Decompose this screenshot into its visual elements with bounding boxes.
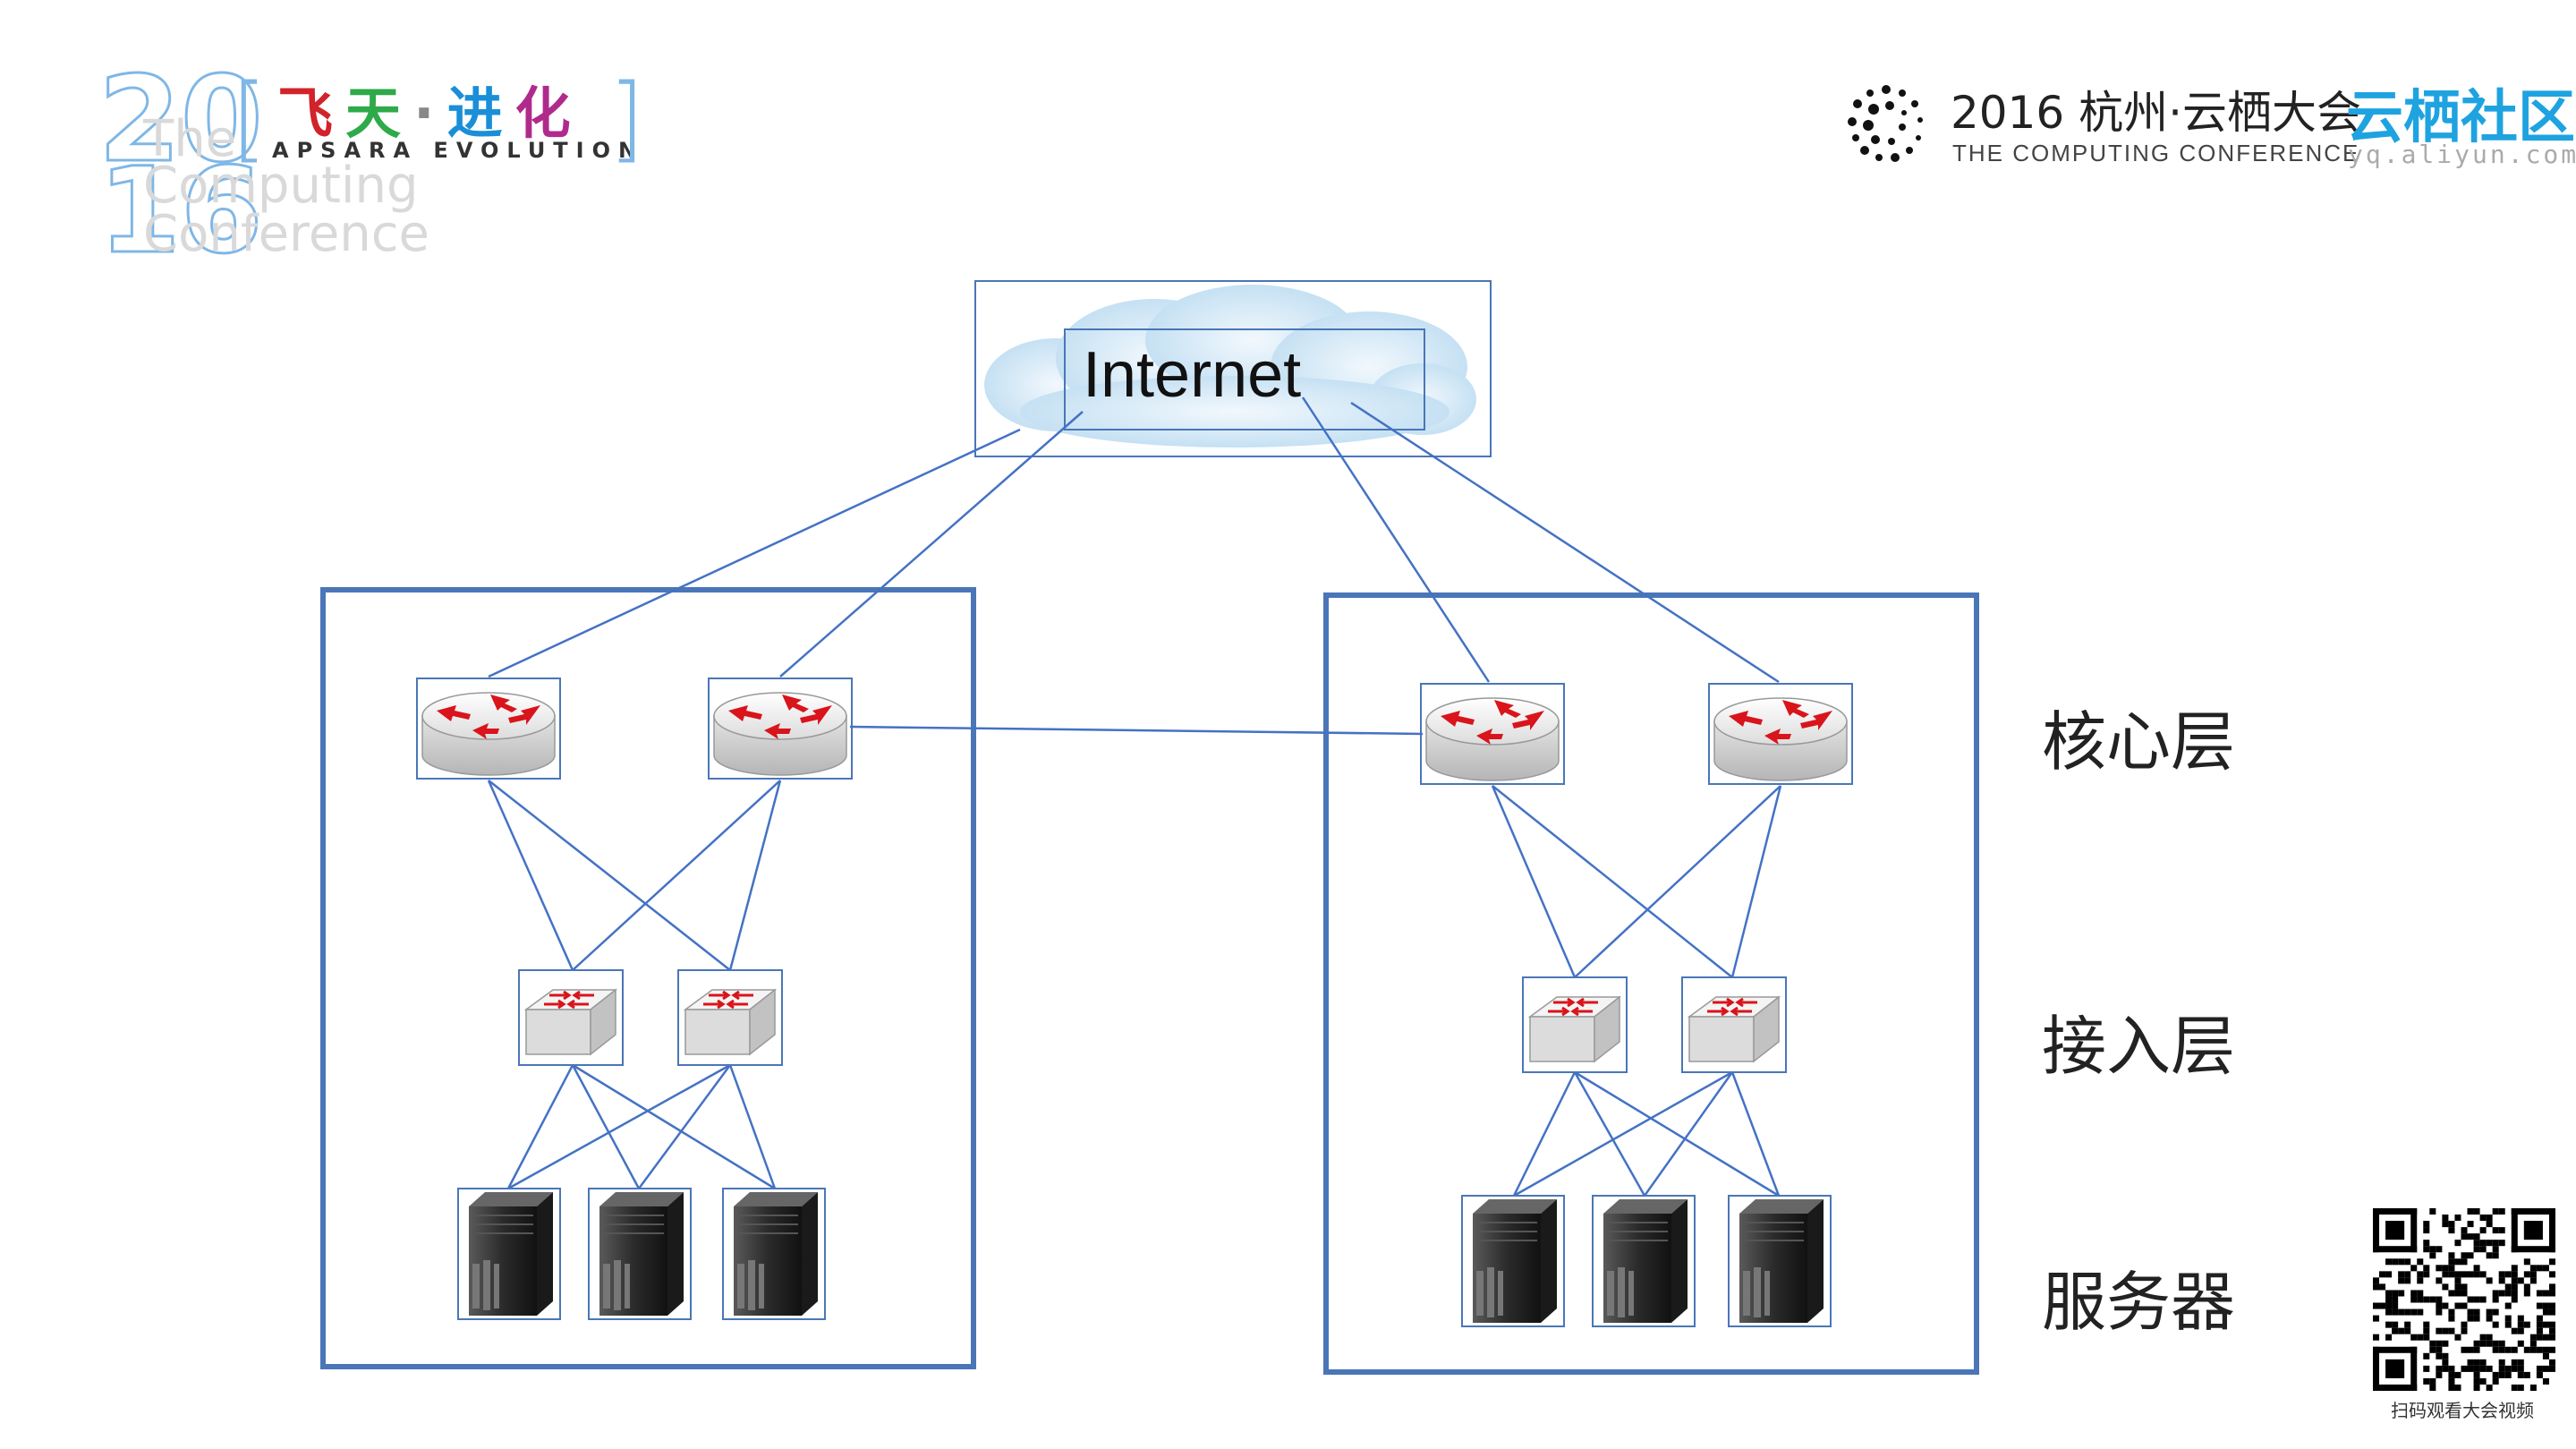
conference-dots-icon xyxy=(1848,85,1923,162)
access-switch-icon xyxy=(517,968,625,1067)
ghost-text-line2: Computing xyxy=(143,157,419,215)
internet-cloud-icon xyxy=(984,285,1476,447)
bracket-open: [ xyxy=(231,64,268,173)
server-icon xyxy=(588,1188,692,1320)
internet-outer-box xyxy=(974,280,1492,457)
datacenter-right-box xyxy=(1323,592,1979,1375)
internet-label: Internet xyxy=(1083,339,1302,411)
ghost-text-line3: Conference xyxy=(143,205,430,263)
apsara-en-title: APSARA EVOLUTION xyxy=(272,138,645,163)
year-bottom: 16 xyxy=(98,142,265,280)
server-icon xyxy=(457,1188,561,1320)
apsara-cn-char: · xyxy=(413,81,447,146)
qr-caption: 扫码观看大会视频 xyxy=(2391,1400,2534,1421)
conference-logo: 2016 杭州·云栖大会 THE COMPUTING CONFERENCE 云栖… xyxy=(1843,72,2576,179)
apsara-cn-char: 天 xyxy=(345,81,414,146)
layer-label-access: 接入层 xyxy=(2042,1009,2236,1084)
core-router-icon xyxy=(416,678,561,780)
qr-code-icon xyxy=(2373,1208,2555,1391)
internet-inner-box xyxy=(1064,328,1425,430)
access-switch-icon xyxy=(1521,976,1628,1074)
server-icon xyxy=(1728,1195,1832,1327)
apsara-logo: 20 16 The Computing Conference [ 飞天·进化 A… xyxy=(98,51,653,280)
connection-lines xyxy=(487,396,1782,1198)
apsara-cn-title: 飞天·进化 xyxy=(277,68,583,149)
year-top: 20 xyxy=(98,51,265,189)
community-title: 云栖社区 xyxy=(2346,85,2575,151)
core-router-icon xyxy=(1708,683,1853,785)
apsara-cn-char: 进 xyxy=(446,81,515,146)
access-switch-icon xyxy=(676,968,784,1067)
bracket-close: ] xyxy=(608,64,645,173)
ghost-text-line1: The xyxy=(143,110,237,168)
server-icon xyxy=(1592,1195,1696,1327)
conference-title: 2016 杭州·云栖大会 xyxy=(1951,87,2362,139)
server-icon xyxy=(722,1188,826,1320)
access-switch-icon xyxy=(1680,976,1788,1074)
datacenter-left-box xyxy=(320,587,976,1369)
community-url: yq.aliyun.com xyxy=(2348,140,2576,169)
conference-subtitle: THE COMPUTING CONFERENCE xyxy=(1952,140,2360,166)
apsara-cn-char: 飞 xyxy=(277,81,346,146)
core-router-icon xyxy=(1420,683,1565,785)
server-icon xyxy=(1461,1195,1565,1327)
layer-label-core: 核心层 xyxy=(2042,704,2236,780)
layer-label-server: 服务器 xyxy=(2042,1265,2236,1340)
apsara-cn-char: 化 xyxy=(514,81,583,146)
core-router-icon xyxy=(708,678,853,780)
